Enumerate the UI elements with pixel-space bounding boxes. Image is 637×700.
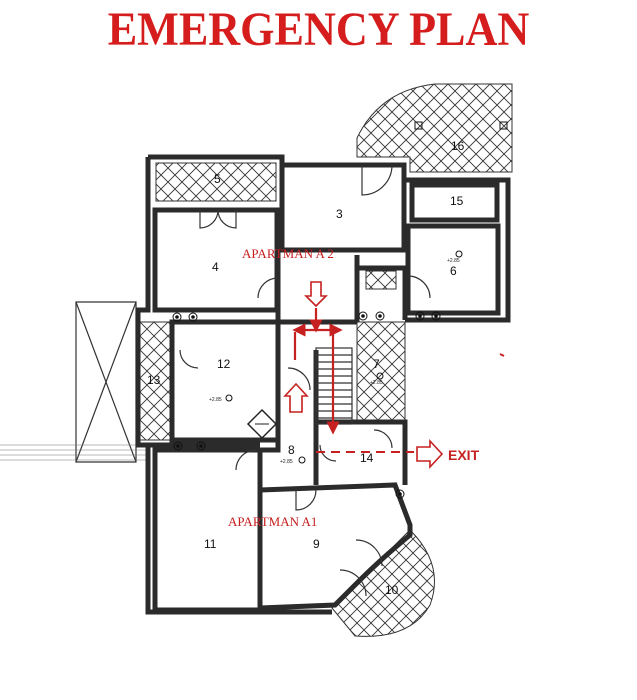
shaft-hatch	[365, 270, 397, 290]
level-markers: +2.85 +2.85 +2.85 +2.85	[209, 250, 463, 465]
room-label-6: 6	[450, 264, 457, 278]
room-label-8: 8	[288, 443, 295, 457]
room-16-hatch	[356, 83, 513, 173]
evacuation-route	[283, 281, 444, 470]
doors	[179, 164, 431, 597]
room-label-3: 3	[336, 207, 343, 221]
room-label-5: 5	[214, 172, 221, 186]
chimney-symbol	[246, 408, 278, 440]
terrace-stripes	[0, 444, 148, 461]
room-label-16: 16	[451, 139, 465, 153]
walls	[135, 154, 511, 615]
level-marker-7: +2.85	[370, 380, 383, 386]
red-tick-mark	[499, 353, 505, 357]
room-labels: 5 3 4 15 16 6 7 12 13 8 14 11 9 10	[147, 139, 465, 597]
room-label-14: 14	[360, 451, 374, 465]
apartment-a1-label: APARTMAN A1	[228, 514, 317, 529]
room-10-hatch	[331, 529, 435, 637]
level-marker-8: +2.85	[280, 459, 293, 465]
room-label-13: 13	[147, 373, 161, 387]
apartment-a2-label: APARTMAN A 2	[242, 246, 334, 261]
level-marker-6: +2.85	[447, 258, 460, 264]
page-title: EMERGENCY PLAN	[107, 3, 530, 56]
room-7-hatch	[356, 321, 406, 423]
exit-label: EXIT	[448, 447, 480, 463]
room-label-11: 11	[204, 537, 217, 551]
level-marker-12: +2.85	[209, 397, 222, 403]
room-label-10: 10	[385, 583, 399, 597]
room-label-15: 15	[450, 194, 464, 208]
room-label-4: 4	[212, 260, 219, 274]
left-roof	[75, 301, 137, 463]
room-label-9: 9	[313, 537, 320, 551]
room-label-7: 7	[373, 357, 380, 371]
fire-extinguisher-icons	[172, 121, 508, 499]
room-5-hatch	[155, 162, 277, 202]
room-label-12: 12	[217, 357, 231, 371]
